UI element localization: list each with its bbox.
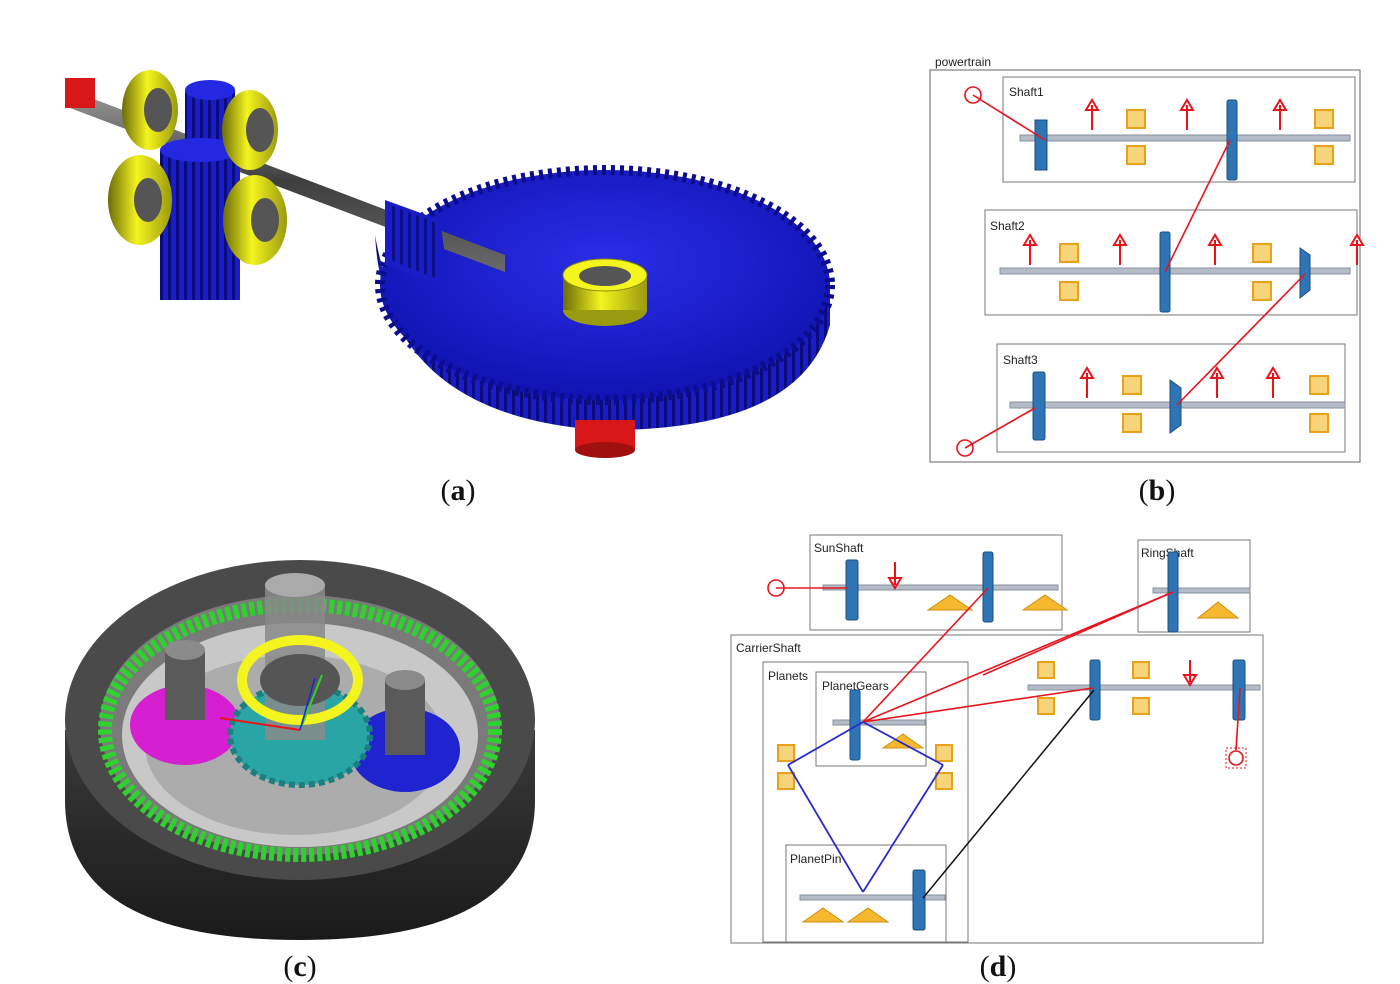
sun-gear-schematic <box>845 559 859 621</box>
shaft2-label: Shaft2 <box>990 219 1025 233</box>
carrier-gear-a <box>1089 659 1101 721</box>
caption-c: (c) <box>283 950 317 983</box>
planet-gear-schematic <box>849 689 861 761</box>
center-bearing-c <box>237 635 363 725</box>
sun-gear-b <box>982 551 994 623</box>
panel-b-powertrain-schematic: powertrain Shaft1 Shaft2 Shaft3 <box>925 50 1365 465</box>
shaft3-bevel <box>1169 379 1182 434</box>
shaft1-gear-b <box>1226 99 1238 181</box>
shaft3-label: Shaft3 <box>1003 353 1038 367</box>
caption-a: (a) <box>440 474 476 507</box>
planet-gear-magenta <box>130 685 240 765</box>
caption-b: (b) <box>1138 474 1176 507</box>
shaft3-gear-a <box>1032 371 1046 441</box>
schematic-d: SunShaft RingShaft CarrierShaft Planets … <box>730 534 1264 944</box>
powertrain-label: powertrain <box>935 55 991 69</box>
bearing-1 <box>122 70 178 150</box>
bearing-2 <box>222 90 278 170</box>
shaft1-label: Shaft1 <box>1009 85 1044 99</box>
panel-d-planetary-schematic: SunShaft RingShaft CarrierShaft Planets … <box>728 530 1268 948</box>
caption-d: (d) <box>979 950 1017 983</box>
carriershaft-label: CarrierShaft <box>736 641 801 655</box>
carrier-gear-b <box>1232 659 1246 721</box>
planetpin-gear <box>912 869 926 931</box>
schematic-b: powertrain Shaft1 Shaft2 Shaft3 <box>929 55 1365 463</box>
planetgears-label: PlanetGears <box>822 679 889 693</box>
panel-a-3d-powertrain <box>40 20 840 470</box>
planetary-render <box>65 560 535 940</box>
bearing-3 <box>108 155 172 245</box>
planetpin-label: PlanetPin <box>790 852 841 866</box>
input-stub <box>65 78 95 108</box>
sunshaft-label: SunShaft <box>814 541 864 555</box>
panel-c-planetary-render <box>60 530 540 950</box>
shaft2-bevel <box>1299 247 1311 300</box>
planets-label: Planets <box>768 669 808 683</box>
powertrain-render <box>65 70 835 458</box>
bearing-4 <box>223 175 287 265</box>
